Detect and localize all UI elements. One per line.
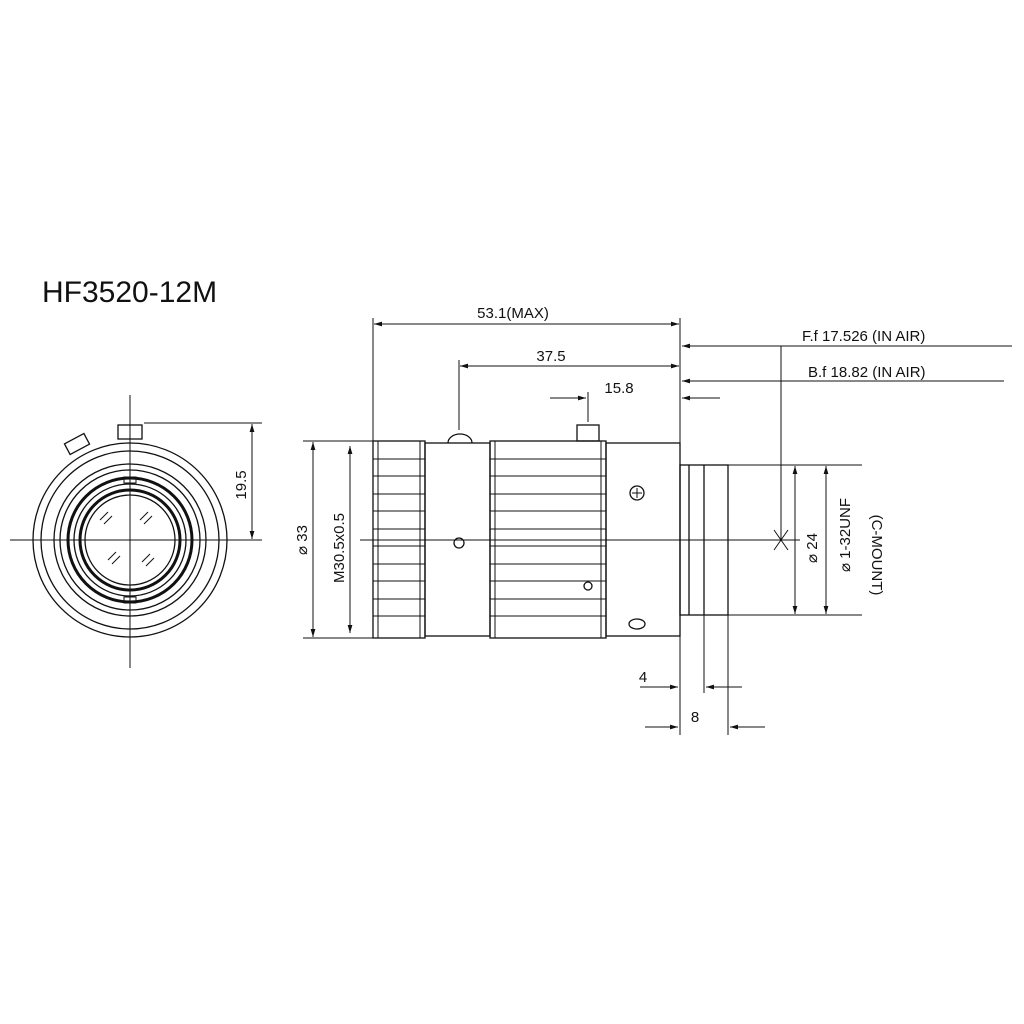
svg-text:⌀ 1-32UNF: ⌀ 1-32UNF (837, 498, 854, 572)
dim-mount-diameter: 24 (804, 533, 821, 550)
dim-rear-length: 8 (691, 709, 699, 726)
svg-text:⌀ 24: ⌀ 24 (804, 533, 821, 563)
dim-mount-type: (C-MOUNT) (868, 515, 885, 596)
dim-screw-height: 19.5 (233, 470, 250, 499)
dim-mount-thread: 1-32UNF (837, 498, 854, 559)
front-view: 19.5 (10, 395, 262, 668)
dim-length-to-screw: 15.8 (604, 380, 633, 397)
dim-flange-focal: F.f 17.526 (IN AIR) (802, 328, 925, 345)
dim-overall-length: 53.1(MAX) (477, 305, 549, 322)
model-title: HF3520-12M (42, 276, 217, 309)
svg-text:⌀ 33: ⌀ 33 (294, 525, 311, 555)
dim-filter-thread: M30.5x0.5 (331, 513, 348, 583)
dim-length-to-pin: 37.5 (536, 348, 565, 365)
side-view: 53.1(MAX) 37.5 15.8 F.f 17.526 (IN AIR) … (294, 305, 1012, 735)
dim-mount-length: 4 (639, 669, 647, 686)
dim-back-focal: B.f 18.82 (IN AIR) (808, 364, 926, 381)
dim-body-diameter: 33 (294, 525, 311, 542)
